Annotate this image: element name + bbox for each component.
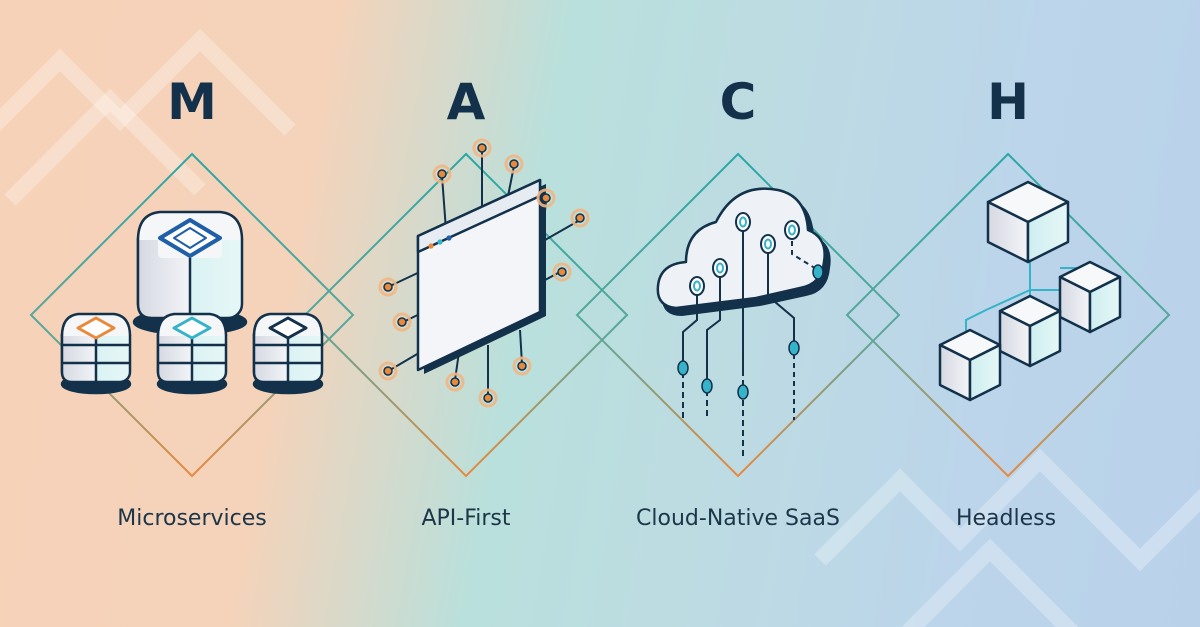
caption-api-first: API-First <box>421 506 511 531</box>
diamond-frame-h <box>845 152 1171 478</box>
server-left-icon <box>60 312 132 395</box>
caption-microservices: Microservices <box>117 506 267 531</box>
server-stack-icon <box>60 210 324 395</box>
letter-c: C <box>719 73 757 131</box>
letter-m: M <box>167 73 217 131</box>
diamond-frames <box>29 152 1171 478</box>
server-right-icon <box>252 312 324 395</box>
letter-h: H <box>987 73 1029 131</box>
server-middle-icon <box>156 312 228 395</box>
api-window-icon <box>378 138 590 408</box>
background-pattern <box>0 28 1200 627</box>
letter-a: A <box>446 73 486 131</box>
diamond-frame-a <box>303 152 629 478</box>
caption-cloud-native-saas: Cloud-Native SaaS <box>636 506 840 531</box>
diamond-frame-m <box>29 152 355 478</box>
cube-top-icon <box>986 180 1070 264</box>
cloud-icon <box>656 187 831 460</box>
cube-network-icon <box>938 180 1122 402</box>
cube-left-icon <box>938 328 1002 402</box>
caption-headless: Headless <box>955 506 1057 531</box>
cube-middle-icon <box>998 294 1062 368</box>
cube-right-icon <box>1058 260 1122 334</box>
diamond-frame-c <box>575 152 901 478</box>
